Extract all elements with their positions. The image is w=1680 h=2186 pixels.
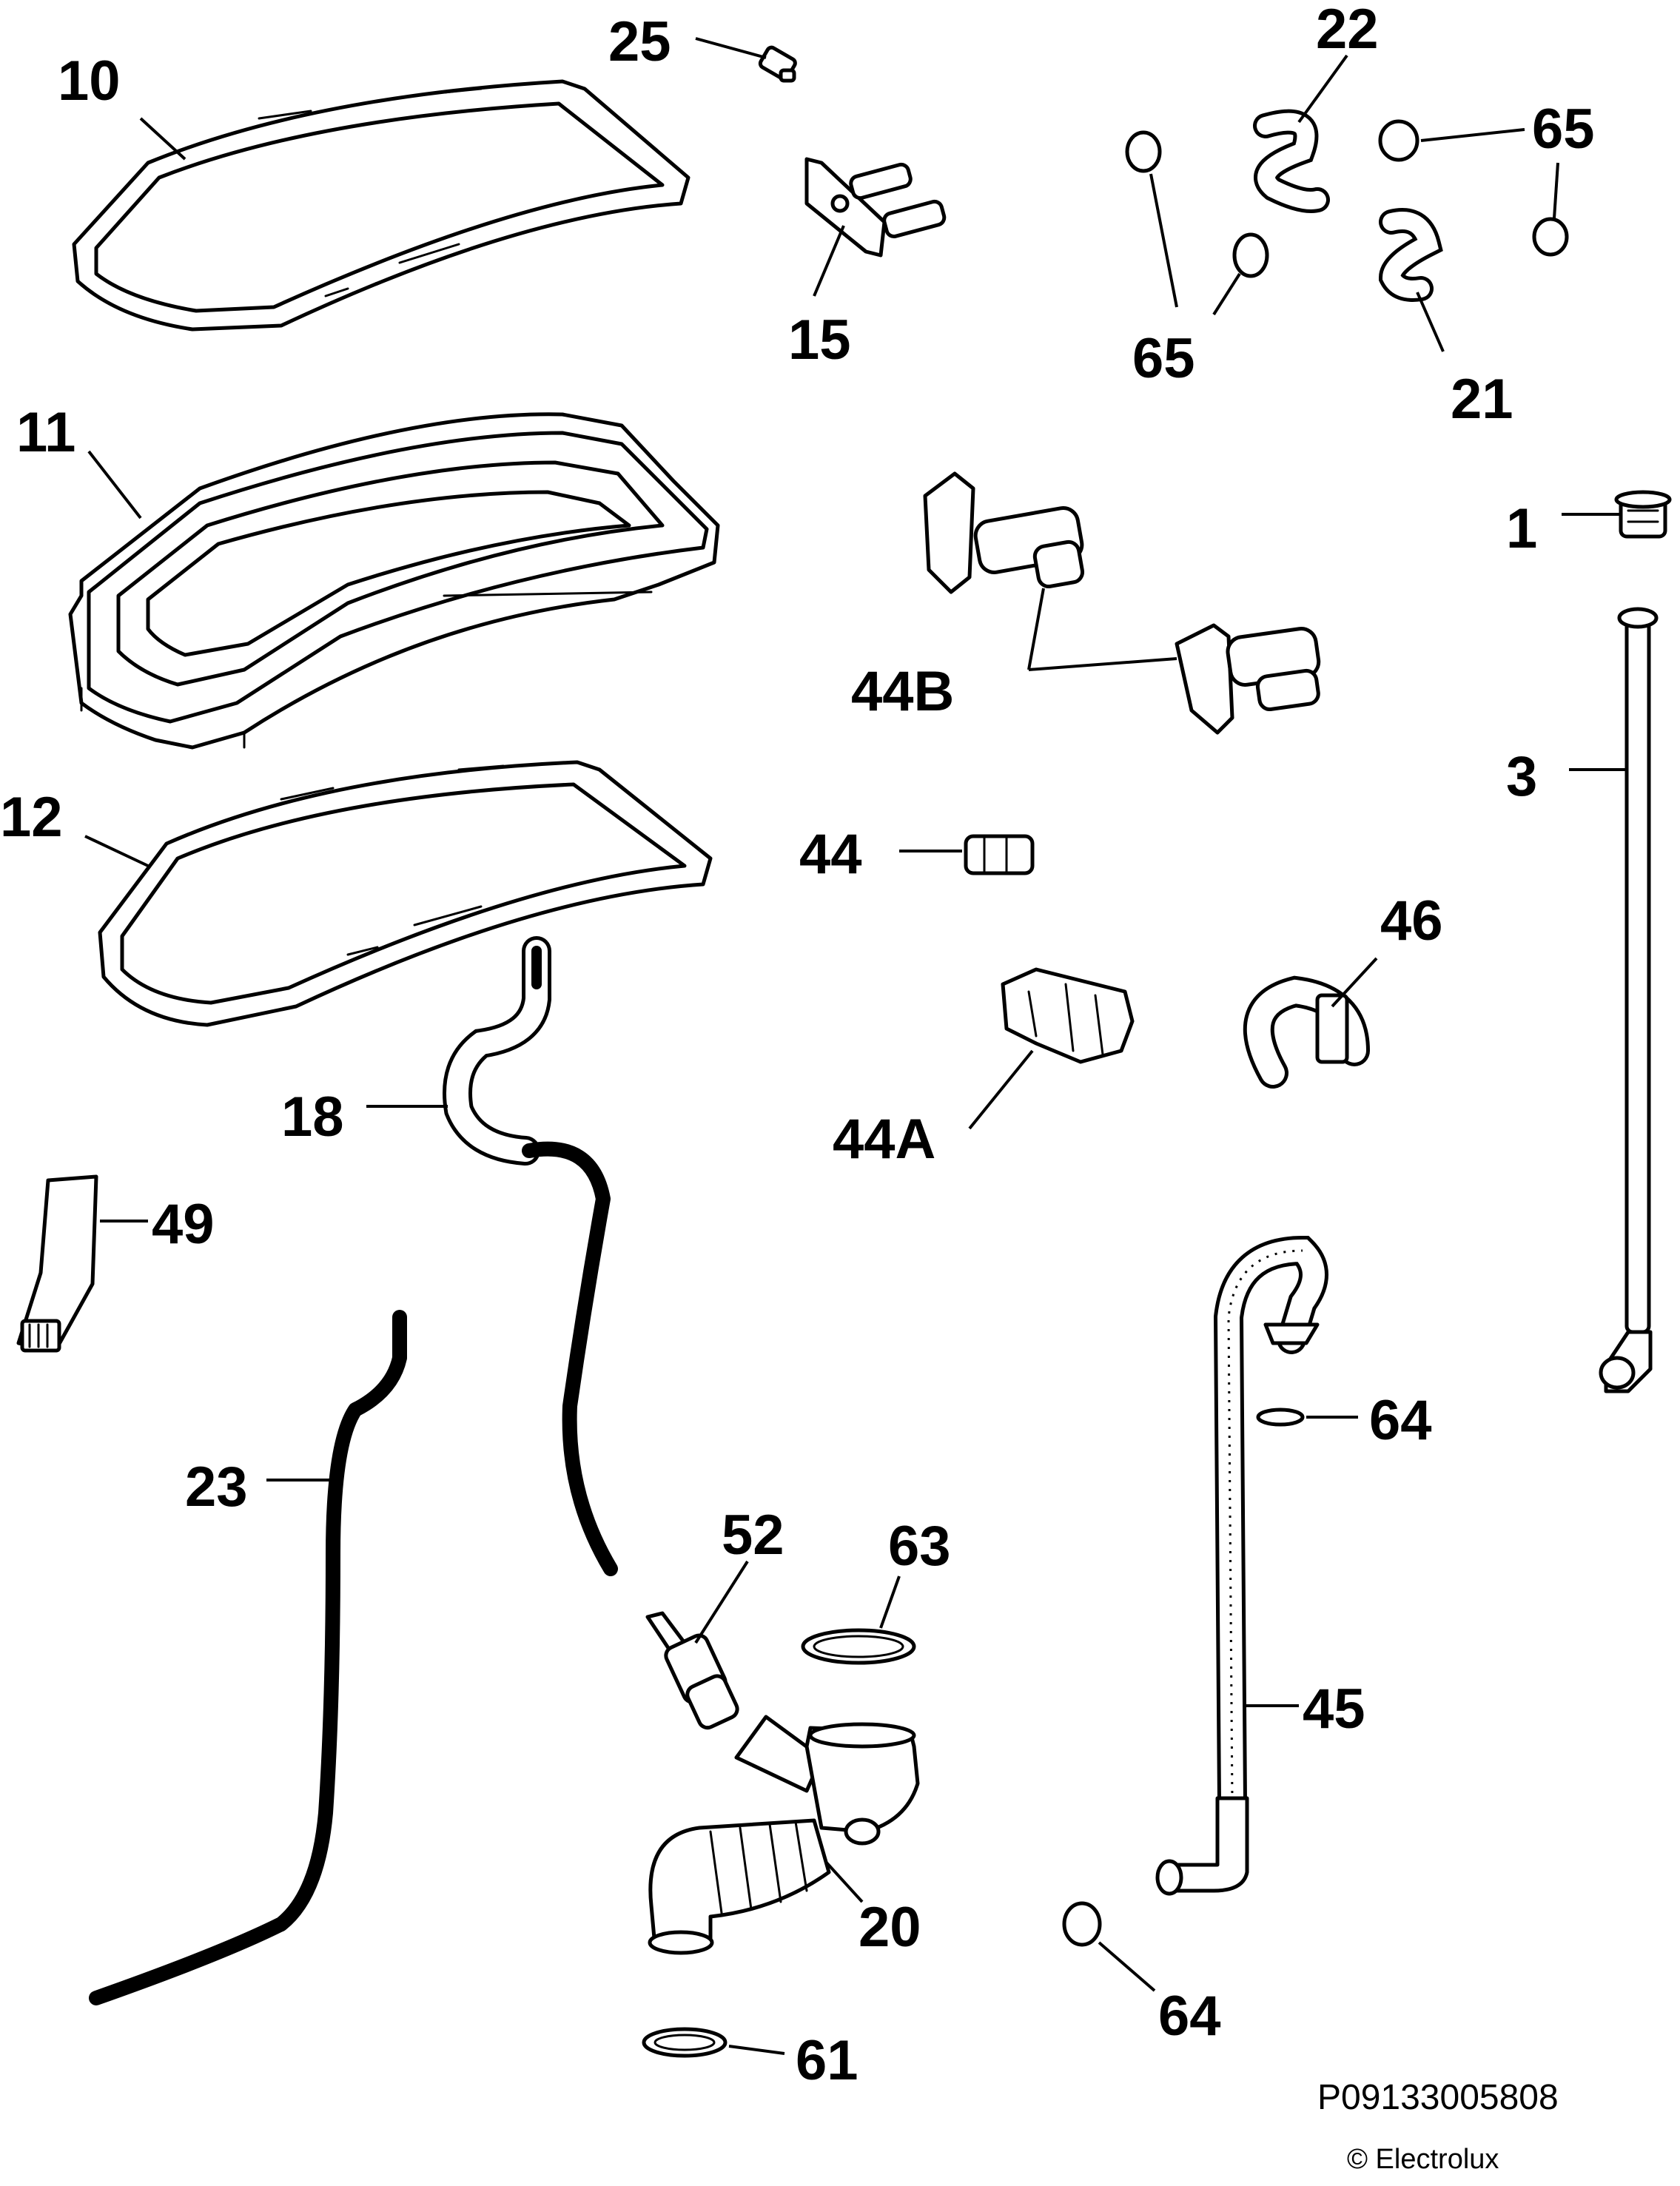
leader-61 (728, 2045, 785, 2055)
callout-45: 45 (1303, 1678, 1365, 1741)
leader-44b (1027, 588, 1177, 671)
callout-44b: 44B (851, 660, 954, 723)
part-11-door-frame (68, 412, 720, 750)
callout-44a: 44A (833, 1108, 935, 1171)
part-3-tube (1599, 607, 1659, 1393)
part-22-hose (1253, 109, 1330, 213)
part-1-cap (1614, 490, 1672, 539)
callout-61: 61 (796, 2029, 859, 2092)
part-44-clip (964, 834, 1035, 875)
leader-46 (1331, 957, 1378, 1008)
callout-23: 23 (185, 1456, 248, 1519)
part-20-sump-hose (648, 1715, 920, 1955)
callout-22: 22 (1316, 0, 1379, 61)
leader-52 (694, 1560, 749, 1644)
leader-65-left-a (1149, 173, 1178, 308)
leader-22 (1297, 54, 1348, 124)
part-44a-bracket (1001, 967, 1135, 1064)
callout-1: 1 (1506, 497, 1537, 560)
part-15-inlet-valve (804, 157, 947, 258)
part-65-clips (1125, 119, 1569, 278)
leader-25 (695, 37, 767, 59)
part-10-gasket-ring (72, 79, 691, 332)
part-61-clamp (642, 2027, 728, 2058)
part-18-hose (443, 936, 618, 1576)
part-46-hose-guide (1243, 975, 1370, 1089)
callout-3: 3 (1506, 745, 1537, 808)
leader-12 (84, 835, 149, 867)
callout-63: 63 (888, 1515, 951, 1578)
callout-52: 52 (722, 1504, 784, 1567)
callout-49: 49 (152, 1193, 215, 1256)
part-25-valve (758, 45, 797, 83)
callout-46: 46 (1380, 889, 1443, 952)
leader-20 (824, 1860, 864, 1903)
callout-11: 11 (16, 401, 75, 464)
part-52-connector (645, 1611, 739, 1730)
leader-21 (1416, 292, 1445, 352)
callout-65-right: 65 (1532, 98, 1595, 161)
callout-64-upper: 64 (1369, 1389, 1432, 1452)
callout-44: 44 (799, 823, 862, 886)
part-12-gasket-ring (98, 760, 713, 1027)
callout-21: 21 (1451, 368, 1513, 431)
leader-65-right-a (1420, 128, 1525, 142)
part-21-hose (1378, 208, 1443, 302)
leader-11 (87, 450, 142, 519)
leader-15 (813, 225, 845, 297)
leader-65-right-b (1553, 162, 1559, 219)
part-49-filter-brush (16, 1174, 98, 1353)
part-63-clamp-ring (801, 1628, 916, 1665)
callout-64-lower: 64 (1158, 1985, 1221, 2048)
callout-20: 20 (859, 1896, 921, 1959)
part-44b-clamps (923, 471, 1321, 735)
callout-18: 18 (281, 1086, 344, 1149)
leader-64-lower (1098, 1941, 1156, 1992)
callout-15: 15 (788, 309, 851, 371)
copyright: © Electrolux (1347, 2144, 1499, 2175)
part-64-clips (1062, 1408, 1305, 1947)
callout-10: 10 (58, 50, 121, 112)
callout-12: 12 (0, 786, 63, 849)
leader-44a (968, 1049, 1034, 1130)
leader-63 (879, 1575, 901, 1629)
leader-65-left-b (1212, 272, 1241, 316)
part-23-drain-hose (89, 1310, 407, 2005)
leader-10 (139, 117, 187, 161)
drawing-id: P09133005808 (1317, 2078, 1559, 2117)
callout-25: 25 (608, 10, 671, 73)
callout-65-left: 65 (1132, 327, 1195, 390)
part-45-corrugated-hose (1155, 1235, 1328, 1896)
